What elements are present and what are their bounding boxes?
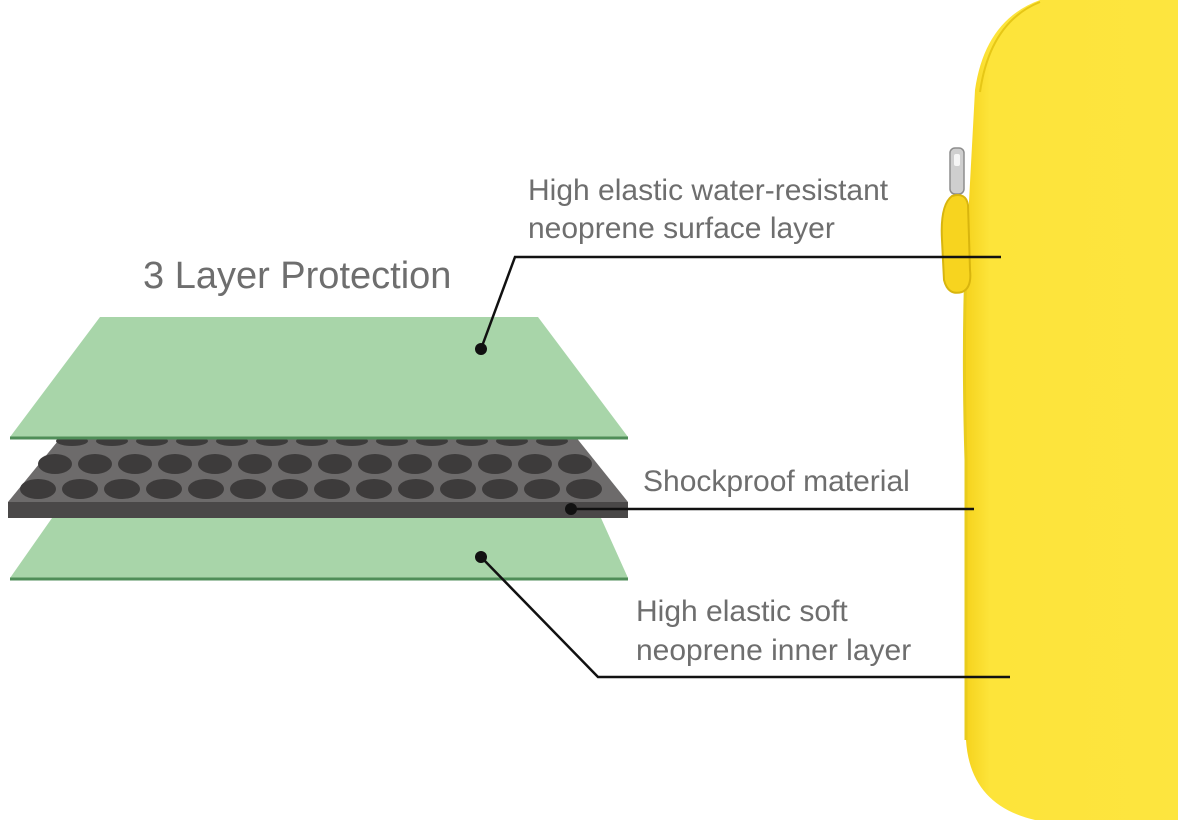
foam-hole: [230, 479, 266, 499]
foam-hole: [314, 479, 350, 499]
leader-dot-surface: [475, 343, 487, 355]
leader-dot-inner: [475, 551, 487, 563]
shockproof-layer-label: Shockproof material: [643, 465, 910, 498]
foam-hole: [356, 479, 392, 499]
foam-hole: [440, 479, 476, 499]
foam-hole: [518, 454, 552, 474]
foam-hole: [146, 479, 182, 499]
foam-holes: [20, 436, 602, 499]
foam-hole: [482, 479, 518, 499]
foam-hole: [62, 479, 98, 499]
foam-hole: [272, 479, 308, 499]
inner-layer-label-line-1: High elastic soft: [636, 595, 848, 628]
foam-hole: [398, 479, 434, 499]
shockproof-layer-sheet: [8, 436, 628, 518]
foam-hole: [78, 454, 112, 474]
leader-lines: [479, 255, 1010, 679]
foam-hole: [38, 454, 72, 474]
foam-hole: [398, 454, 432, 474]
foam-hole: [558, 454, 592, 474]
leader-line-inner: [480, 556, 1010, 679]
foam-hole: [524, 479, 560, 499]
foam-hole: [478, 454, 512, 474]
inner-layer-label-line-2: neoprene inner layer: [636, 634, 912, 667]
surface-layer-label-line-1: High elastic water-resistant: [528, 174, 889, 207]
foam-hole: [118, 454, 152, 474]
diagram-title: 3 Layer Protection: [143, 255, 452, 297]
foam-hole: [318, 454, 352, 474]
foam-hole: [566, 479, 602, 499]
foam-hole: [438, 454, 472, 474]
sleeve-body: [964, 0, 1178, 820]
laptop-sleeve: [940, 0, 1178, 820]
foam-hole: [104, 479, 140, 499]
inner-layer-sheet: [10, 518, 628, 581]
foam-hole: [20, 479, 56, 499]
foam-hole: [188, 479, 224, 499]
foam-hole: [278, 454, 312, 474]
foam-hole: [198, 454, 232, 474]
sleeve-seam: [979, 1, 1041, 93]
surface-layer-label-line-2: neoprene surface layer: [528, 212, 835, 245]
leader-dot-shockproof: [565, 503, 577, 515]
leader-line-surface: [479, 255, 1001, 350]
surface-layer-sheet: [10, 317, 628, 440]
foam-hole: [358, 454, 392, 474]
zipper-pull-icon: [940, 147, 972, 294]
foam-hole: [158, 454, 192, 474]
foam-hole: [238, 454, 272, 474]
